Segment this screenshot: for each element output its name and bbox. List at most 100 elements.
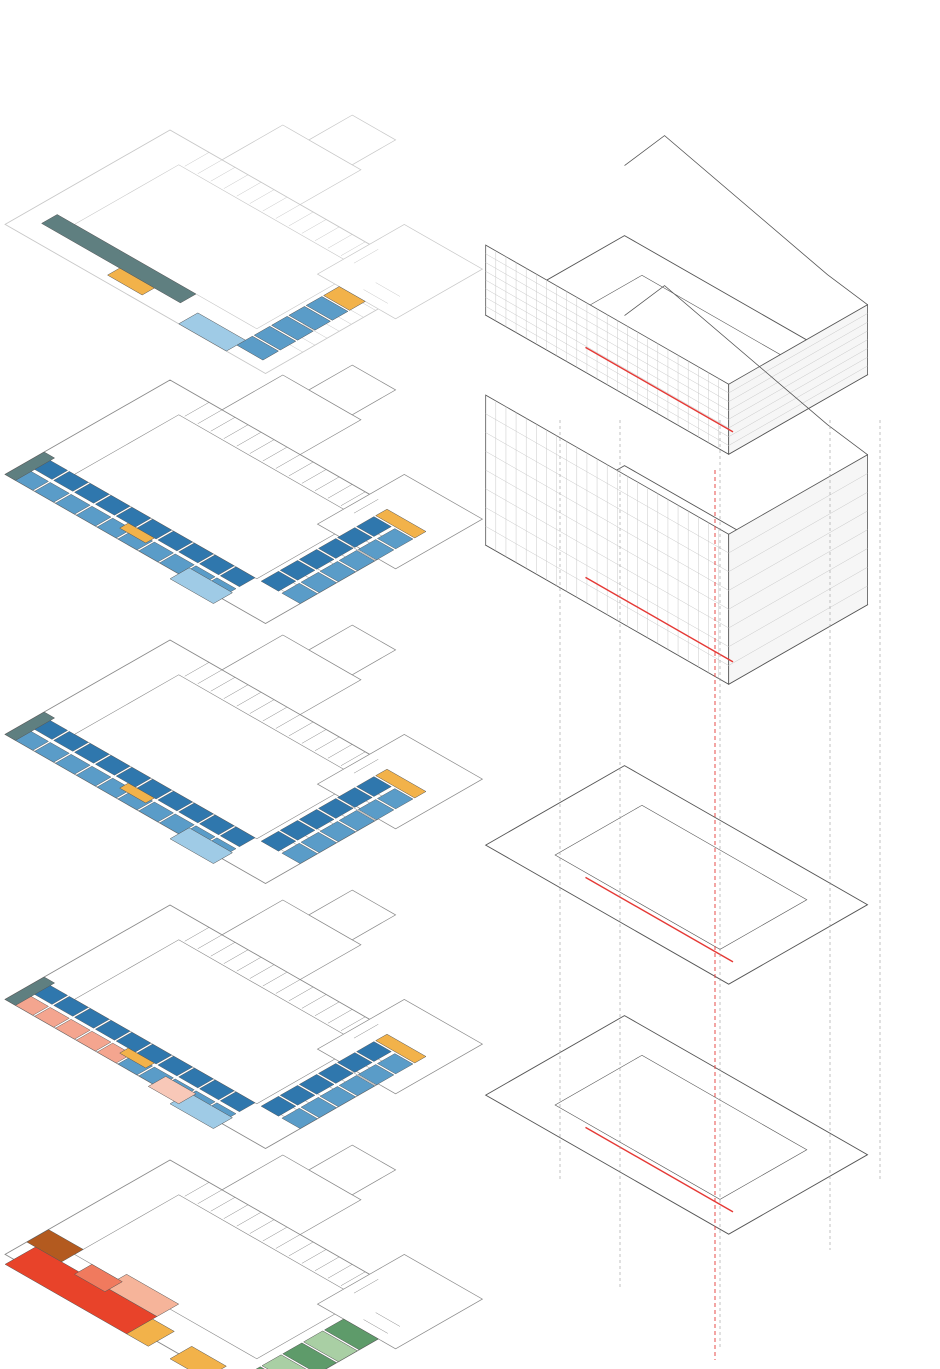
partition-line — [210, 942, 236, 957]
green-zone-cell — [303, 1330, 358, 1362]
blue-office-cell — [53, 996, 89, 1017]
blue-office-cell — [317, 538, 354, 559]
facade-floor-line — [485, 271, 729, 411]
amber-zone — [375, 508, 427, 539]
east-wing-outline — [316, 223, 484, 320]
blue-office-cell — [300, 572, 338, 593]
facade-floor-line — [485, 488, 729, 629]
amber-zone — [126, 1318, 175, 1347]
blue-office-cell — [136, 518, 173, 540]
blue-office-cell — [317, 1063, 354, 1084]
amber-zone — [169, 1346, 227, 1369]
blue-office-cell — [157, 530, 194, 552]
facade-floor-line — [485, 253, 729, 394]
facade-floor-line — [728, 548, 868, 629]
partition-line — [197, 934, 223, 949]
courtyard-outline — [73, 1194, 362, 1360]
partition-line — [223, 174, 249, 189]
partition-line — [314, 1256, 340, 1272]
blue-office-cell — [279, 1085, 316, 1106]
green-zone-cell — [255, 1366, 265, 1369]
circulation-route — [585, 1126, 734, 1213]
blue-office-cell — [178, 1067, 214, 1089]
blue-office-cell — [300, 832, 338, 853]
blue-office-cell — [319, 1086, 357, 1107]
amber-zone — [119, 1047, 155, 1069]
blue-office-cell — [178, 802, 214, 824]
blue-office-cell — [300, 1097, 338, 1118]
facade-floor-line — [485, 526, 729, 666]
partition-line — [262, 971, 288, 987]
blue-office-cell — [298, 1074, 335, 1095]
partition-line — [184, 402, 210, 417]
blue-office-cell — [94, 495, 131, 516]
blue-office-cell — [281, 842, 318, 864]
blue-office-cell — [279, 820, 316, 841]
partition-line — [340, 1271, 366, 1286]
partition-line — [375, 282, 401, 297]
circulation-route — [585, 876, 734, 963]
floor-plan-column — [4, 114, 484, 1369]
partition-line — [288, 721, 314, 737]
partition-line — [353, 249, 379, 264]
green-zone-cell — [261, 1354, 307, 1369]
blue-office-cell — [356, 1041, 392, 1062]
red-light-zone — [73, 1264, 123, 1292]
blue-office-cell — [34, 482, 70, 503]
facade-floor-line — [728, 348, 868, 429]
partition-line — [197, 409, 223, 424]
courtyard-void — [554, 1054, 808, 1200]
amber-zone — [119, 522, 155, 544]
blue-office-cell — [281, 582, 318, 604]
blue-office-cell — [279, 560, 316, 581]
partition-line — [327, 744, 353, 759]
partition-line — [249, 699, 275, 714]
blue-office-cell — [53, 471, 89, 492]
blue-office-cell — [338, 810, 376, 832]
circulation-route — [585, 576, 734, 663]
partition-line — [197, 159, 223, 174]
partition-line — [353, 1024, 379, 1039]
partition-line — [236, 956, 262, 972]
salmon-zone — [147, 1076, 197, 1105]
courtyard-outline — [73, 414, 362, 580]
partition-line — [184, 152, 210, 167]
facade-floor-line — [728, 330, 868, 411]
partition-line — [327, 234, 353, 249]
green-zone-cell — [282, 1342, 338, 1369]
partition-line — [288, 1241, 314, 1257]
facade-floor-line — [728, 322, 868, 402]
facade-floor-line — [485, 279, 729, 420]
partition-line — [210, 417, 236, 432]
blue-office-cell — [53, 731, 89, 752]
blue-office-cell — [157, 790, 194, 812]
partition-line — [275, 1234, 301, 1249]
blue-office-cell — [74, 743, 110, 764]
blue-office-cell — [199, 814, 235, 836]
partition-line — [351, 806, 376, 821]
floor-plan-level-2 — [4, 624, 484, 885]
facade-floor-line — [728, 313, 868, 394]
blue-office-cell — [305, 296, 349, 321]
slate-zone — [4, 451, 56, 481]
facade-floor-line — [485, 413, 729, 554]
blue-office-cell — [288, 306, 332, 331]
blue-office-cell — [281, 1107, 318, 1129]
courtyard-outline — [73, 164, 362, 330]
stack-ground-floor — [484, 1015, 869, 1235]
partition-line — [262, 196, 288, 212]
partition-line — [275, 979, 301, 994]
blue-office-cell — [136, 778, 173, 800]
blue-office-cell — [199, 1079, 235, 1101]
blue-office-cell — [260, 1096, 297, 1117]
blue-office-cell — [157, 1055, 194, 1077]
partition-line — [301, 1249, 327, 1264]
blue-office-cell — [75, 765, 112, 787]
amber-zone — [323, 286, 366, 311]
north-annex-outline — [308, 1144, 397, 1196]
partition-line — [184, 662, 210, 677]
facade-floor-line — [485, 297, 729, 437]
facade-floor-line — [485, 451, 729, 591]
plan-outline — [4, 1159, 432, 1369]
light-blue-zone — [169, 827, 234, 864]
